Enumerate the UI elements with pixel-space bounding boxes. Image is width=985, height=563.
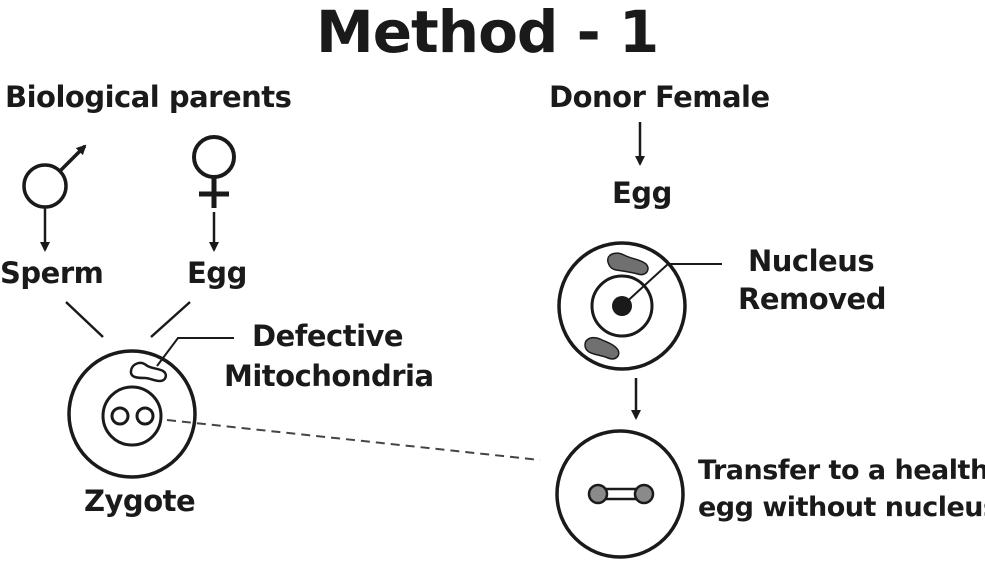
sperm-label: Sperm: [0, 256, 104, 290]
defective-label: Defective: [252, 319, 404, 353]
nucleus-removed-pointer-line: [621, 263, 722, 307]
transfer-dashed-line: [166, 419, 541, 461]
donor-egg-label: Egg: [612, 176, 672, 210]
transfer-label-line1: Transfer to a healthy: [698, 455, 985, 486]
defective-mitochondria-icon: [129, 361, 168, 383]
female-symbol-icon: [192, 135, 236, 208]
male-symbol-icon: [22, 144, 87, 209]
recipient-egg-cell: [555, 429, 685, 559]
egg-to-zygote-line: [150, 301, 191, 338]
donor-female-heading: Donor Female: [549, 80, 770, 114]
zygote-label: Zygote: [84, 484, 196, 518]
biological-parents-heading: Biological parents: [5, 80, 292, 114]
defective-pointer-line: [156, 337, 234, 367]
transfer-label-line2: egg without nucleus.: [698, 492, 985, 523]
diagram-title: Method - 1: [316, 0, 659, 66]
removed-label: Removed: [738, 282, 886, 316]
mitochondria-label: Mitochondria: [224, 359, 434, 393]
egg-label: Egg: [187, 256, 247, 290]
zygote-cell: [67, 349, 197, 479]
mitochondria-icon: [584, 336, 620, 360]
nucleus-label: Nucleus: [748, 244, 875, 278]
sperm-to-zygote-line: [65, 301, 104, 338]
mitochondria-icon: [607, 252, 649, 276]
